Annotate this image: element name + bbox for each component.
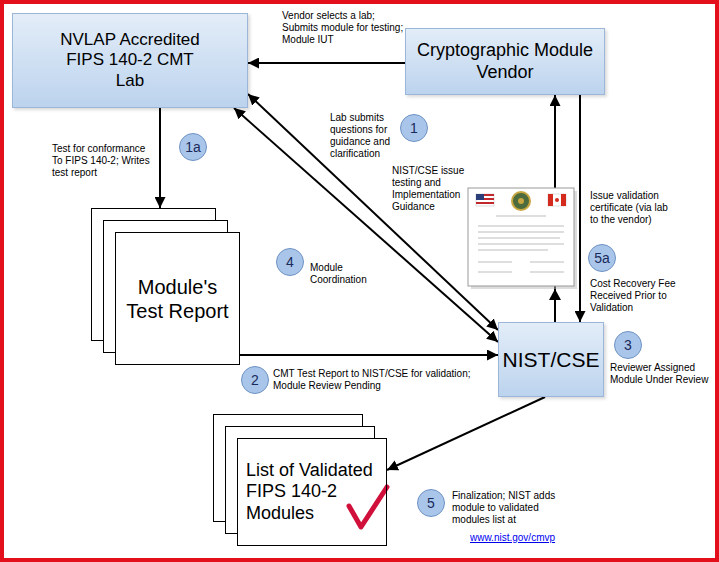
node-text: Cryptographic Module Vendor [412, 40, 598, 83]
edge-label: CMT Test Report to NIST/CSE for validati… [273, 368, 488, 392]
callout-number: 5a [588, 244, 616, 272]
link-text: www.nist.gov/cmvp [470, 532, 590, 544]
callout-number: 1 [400, 114, 428, 142]
lab-box: NVLAP Accredited FIPS 140-2 CMT Lab [12, 13, 248, 108]
canada-flag [548, 194, 566, 206]
validation-certificate [468, 188, 577, 289]
arrowhead [549, 289, 561, 300]
edge-label: Lab submits questions for guidance and c… [330, 112, 396, 160]
edge-label: NIST/CSE issue testing and Implementatio… [392, 165, 466, 213]
check-mark [349, 487, 387, 527]
arrow-connector [579, 95, 581, 322]
callout-number: 5 [417, 489, 445, 517]
arrow-connector [240, 354, 498, 356]
edge-label: Cost Recovery Fee Received Prior to Vali… [590, 278, 710, 314]
edge-label: Finalization; NIST adds module to valida… [452, 490, 577, 526]
arrow-connector [248, 94, 498, 330]
vendor-box: Cryptographic Module Vendor [405, 28, 605, 95]
document-stack: List of Validated FIPS 140-2 Modules [237, 438, 387, 546]
node-text: List of Validated FIPS 140-2 Modules [246, 460, 378, 525]
arrow-connector [387, 397, 545, 470]
callout-number: 4 [276, 248, 304, 276]
node-text: NIST/CSE [503, 347, 600, 372]
edge-label: Test for conformance To FIPS 140-2; Writ… [52, 143, 156, 179]
node-text: NVLAP Accredited FIPS 140-2 CMT Lab [55, 30, 205, 91]
callout-number: 2 [241, 366, 269, 394]
arrow-connector [159, 108, 161, 208]
process-box: NIST/CSE [498, 322, 604, 397]
arrow-connector [248, 62, 405, 64]
certificate-lines [478, 216, 564, 272]
emblem [512, 192, 530, 210]
document-stack: Module's Test Report [115, 232, 240, 365]
node-text: Module's Test Report [122, 275, 233, 323]
edge-label: Issue validation certificate (via lab to… [590, 190, 668, 226]
us-flag [476, 194, 494, 206]
callout-number: 3 [614, 331, 642, 359]
note-text: Module Coordination [310, 262, 380, 286]
callout-number: 1a [179, 133, 207, 161]
edge-label: Vendor selects a lab; Submits module for… [282, 10, 404, 46]
arrow-connector [234, 108, 498, 342]
note-text: Reviewer Assigned Module Under Review [610, 362, 712, 386]
